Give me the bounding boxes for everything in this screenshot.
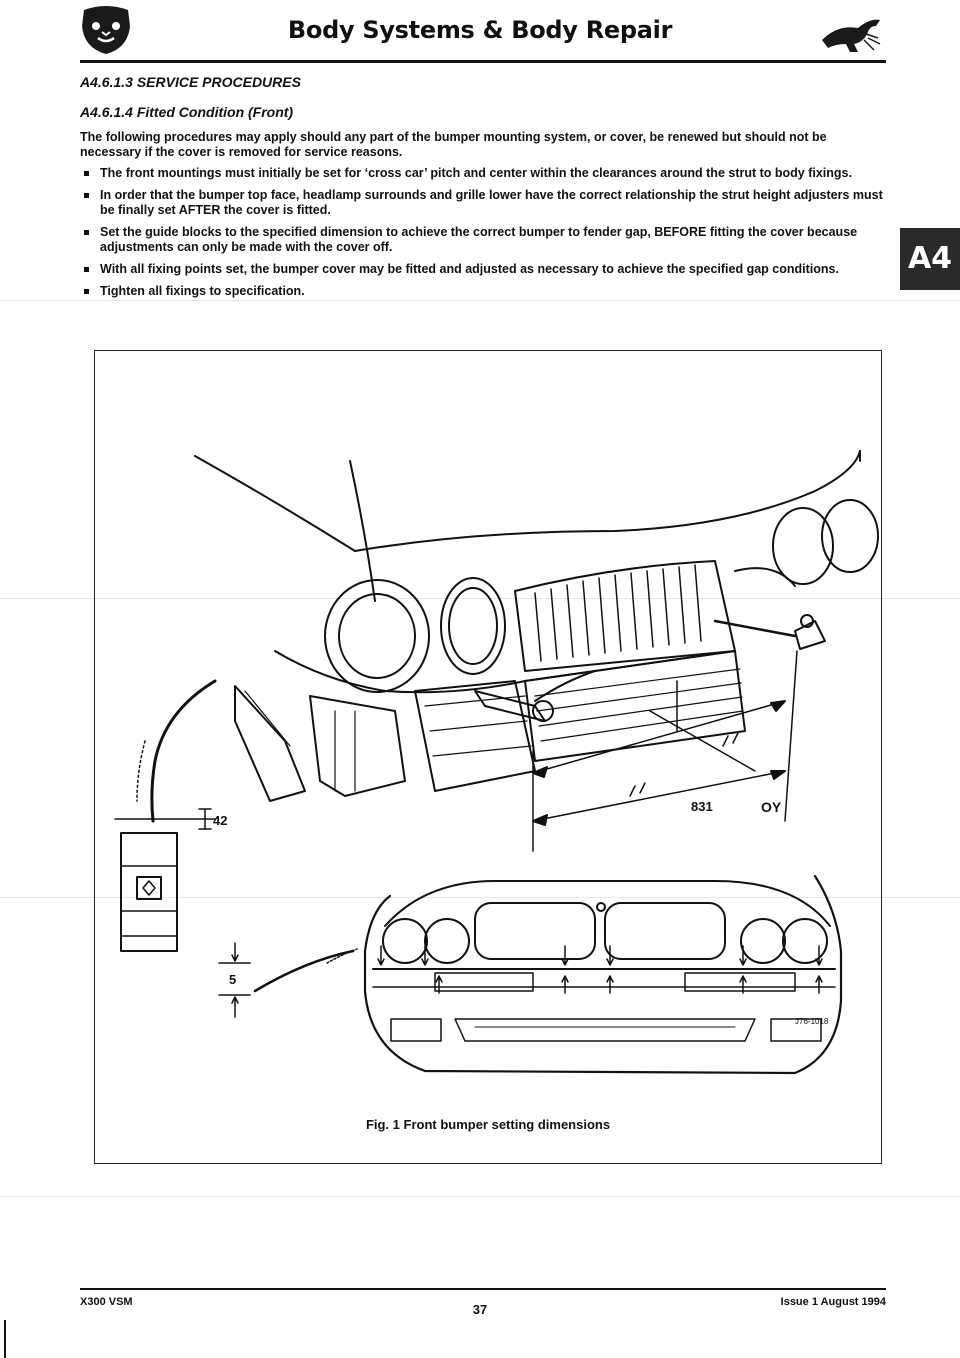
chapter-tab: A4 — [900, 228, 960, 290]
footer-rule — [80, 1288, 886, 1290]
list-item: In order that the bumper top face, headl… — [80, 188, 886, 218]
scan-line — [0, 598, 960, 599]
footer-document-id: X300 VSM — [80, 1296, 133, 1308]
bumper-figure: 42 5 831 OY J76-1018 Fig. 1 Front bumper… — [94, 350, 882, 1164]
scan-line — [0, 1196, 960, 1197]
scan-line — [0, 897, 960, 898]
scan-line — [0, 300, 960, 301]
list-item: Set the guide blocks to the specified di… — [80, 225, 886, 255]
jaguar-head-logo-icon — [82, 6, 130, 54]
binding-edge-mark — [4, 1320, 6, 1358]
page-header-title: Body Systems & Body Repair — [287, 16, 673, 44]
intro-paragraph: The following procedures may apply shoul… — [80, 130, 827, 159]
procedure-list: The front mountings must initially be se… — [80, 166, 886, 306]
header-rule — [80, 60, 886, 63]
list-item: The front mountings must initially be se… — [80, 166, 886, 181]
figure-caption: Fig. 1 Front bumper setting dimensions — [365, 1117, 611, 1132]
dimension-label-831: 831 — [691, 799, 713, 814]
chapter-tab-label: A4 — [907, 241, 953, 276]
dimension-label-oy: OY — [761, 799, 782, 815]
footer-issue-date: Issue 1 August 1994 — [780, 1296, 886, 1308]
section-heading: A4.6.1.3 SERVICE PROCEDURES — [80, 74, 301, 90]
dimension-label-5: 5 — [229, 972, 237, 987]
list-item: Tighten all fixings to specification. — [80, 284, 886, 299]
subsection-heading: A4.6.1.4 Fitted Condition (Front) — [80, 104, 294, 120]
bumper-line-drawing — [114, 450, 879, 1075]
drawing-number: J76-1018 — [795, 1017, 829, 1026]
list-item: With all fixing points set, the bumper c… — [80, 262, 886, 277]
footer-page-number: 37 — [472, 1302, 488, 1317]
leaping-jaguar-emblem-icon — [822, 19, 881, 52]
dimension-label-42: 42 — [213, 813, 228, 828]
